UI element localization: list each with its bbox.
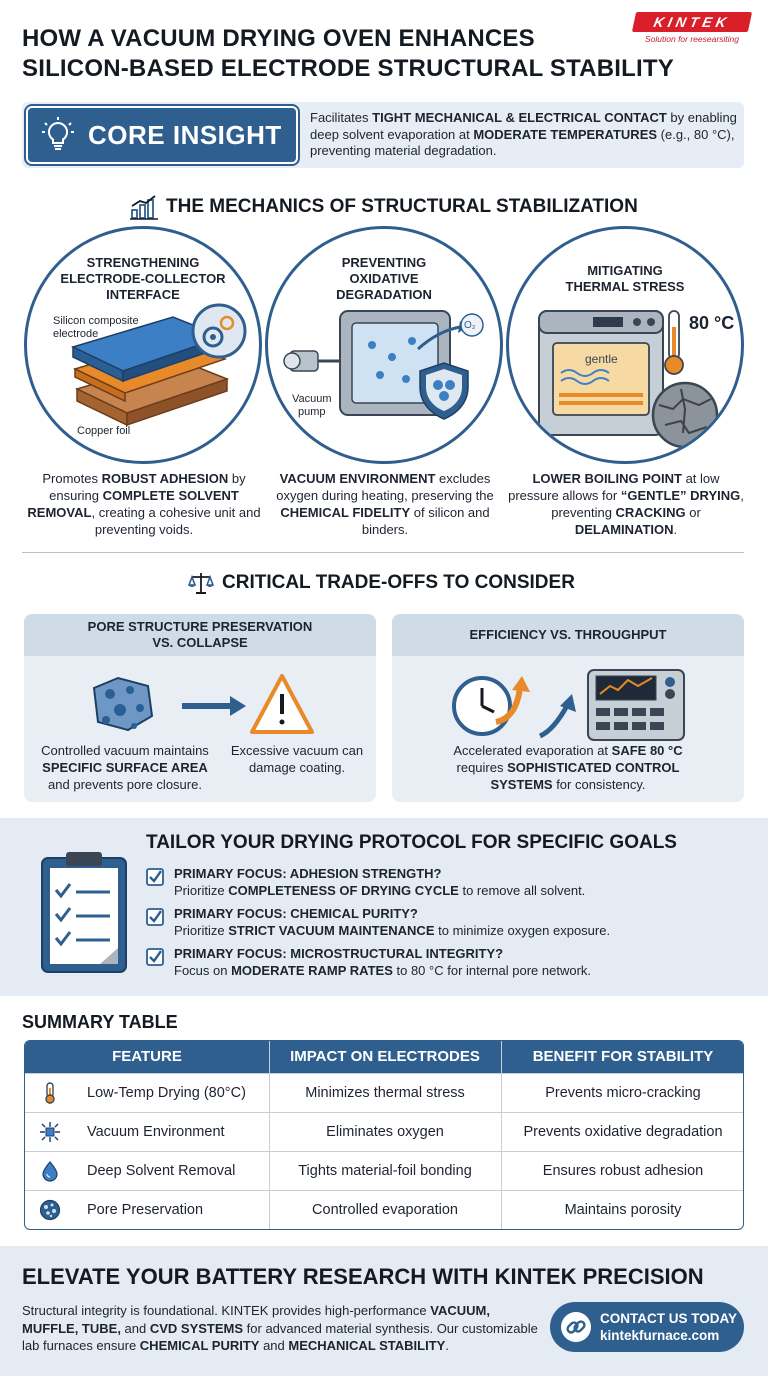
mechanics-desc-interface: Promotes ROBUST ADHESION by ensuring COM… — [27, 471, 261, 537]
vacuum-chip-icon — [40, 1122, 60, 1142]
table-row: Low-Temp Drying (80°C) Minimizes thermal… — [25, 1073, 743, 1112]
footer-heading: ELEVATE YOUR BATTERY RESEARCH WITH KINTE… — [22, 1264, 704, 1289]
logo-tagline: Solution for reesearsiting — [644, 34, 740, 44]
title-line-1: HOW A VACUUM DRYING OVEN ENHANCES — [22, 25, 535, 52]
table-row: Deep Solvent Removal Tights material-foi… — [25, 1151, 743, 1190]
summary-table: FEATURE IMPACT ON ELECTRODES BENEFIT FOR… — [24, 1040, 744, 1230]
label-silicon-composite: Silicon composite electrode — [53, 315, 139, 340]
core-insight-text: Facilitates TIGHT MECHANICAL & ELECTRICA… — [310, 110, 737, 158]
pore-warning-illustration — [92, 674, 314, 734]
clipboard-checklist-icon — [41, 852, 127, 973]
header: HOW A VACUUM DRYING OVEN ENHANCES SILICO… — [0, 0, 768, 96]
section-divider — [22, 552, 744, 553]
droplet-icon — [42, 1161, 58, 1182]
tradeoff-efficiency: EFFICIENCY VS. THROUGHPUT Accelerated ev… — [392, 614, 744, 802]
title-line-2: SILICON-BASED ELECTRODE STRUCTURAL STABI… — [22, 55, 674, 82]
mechanics-heading: THE MECHANICS OF STRUCTURAL STABILIZATIO… — [130, 194, 638, 220]
summary-heading: SUMMARY TABLE — [22, 1012, 178, 1032]
brand-logo[interactable]: KINTEK Solution for reesearsiting — [631, 12, 753, 44]
checkbox-icon — [146, 948, 164, 966]
mechanics-desc-oxidation: VACUUM ENVIRONMENT excludes oxygen durin… — [276, 471, 494, 537]
contact-us-button[interactable]: CONTACT US TODAY kintekfurnace.com — [550, 1302, 744, 1352]
lightbulb-icon — [42, 117, 74, 150]
mechanics-circle-interface: STRENGTHENING ELECTRODE-COLLECTOR INTERF… — [24, 226, 262, 464]
tradeoff-efficiency-head: EFFICIENCY VS. THROUGHPUT — [392, 614, 744, 656]
table-row: Pore Preservation Controlled evaporation… — [25, 1190, 743, 1229]
circle-title: MITIGATING THERMAL STRESS — [565, 263, 685, 294]
label-80c: 80 °C — [689, 313, 735, 333]
thermometer-icon — [45, 1082, 55, 1104]
tailor-heading: TAILOR YOUR DRYING PROTOCOL FOR SPECIFIC… — [146, 832, 677, 853]
tradeoff-pore-text-a: Controlled vacuum maintains SPECIFIC SUR… — [41, 743, 209, 792]
checkbox-icon — [146, 908, 164, 926]
column-header: IMPACT ON ELECTRODES — [290, 1048, 480, 1065]
circle-title: STRENGTHENING ELECTRODE-COLLECTOR INTERF… — [60, 255, 226, 302]
column-divider — [501, 1041, 502, 1229]
column-header: BENEFIT FOR STABILITY — [532, 1048, 714, 1065]
circle-title: PREVENTING OXIDATIVE DEGRADATION — [336, 255, 432, 302]
clock-control-illustration — [452, 669, 685, 741]
checkbox-icon — [146, 868, 164, 886]
contact-url: kintekfurnace.com — [600, 1328, 720, 1343]
tradeoff-efficiency-text: Accelerated evaporation at SAFE 80 °C re… — [453, 743, 683, 792]
tailor-protocol-section: TAILOR YOUR DRYING PROTOCOL FOR SPECIFIC… — [0, 818, 768, 996]
column-header: FEATURE — [112, 1048, 182, 1065]
core-insight-badge: CORE INSIGHT — [26, 106, 298, 164]
balance-scale-icon — [188, 573, 214, 594]
core-insight-label: CORE INSIGHT — [88, 119, 282, 150]
mechanics-circle-oxidation: PREVENTING OXIDATIVE DEGRADATION O₂ Vacu… — [265, 226, 503, 464]
link-icon — [561, 1312, 591, 1342]
column-divider — [269, 1041, 270, 1229]
tradeoffs-heading: CRITICAL TRADE-OFFS TO CONSIDER — [188, 570, 575, 596]
label-gentle: gentle — [585, 352, 618, 366]
vacuum-chamber-illustration — [283, 310, 484, 420]
page-title: HOW A VACUUM DRYING OVEN ENHANCES SILICO… — [22, 24, 674, 84]
table-header: FEATURE IMPACT ON ELECTRODES BENEFIT FOR… — [25, 1041, 743, 1073]
footer-cta-section: ELEVATE YOUR BATTERY RESEARCH WITH KINTE… — [0, 1246, 768, 1376]
logo-wordmark: KINTEK — [631, 12, 753, 32]
core-insight-panel: CORE INSIGHT Facilitates TIGHT MECHANICA… — [22, 102, 744, 168]
mechanics-circle-thermal: MITIGATING THERMAL STRESS 80 °C gentle — [506, 226, 744, 464]
electrode-layers-illustration — [70, 303, 247, 427]
label-vacuum-pump: Vacuum pump — [292, 393, 332, 418]
bar-chart-icon — [130, 195, 158, 220]
contact-label: CONTACT US TODAY — [600, 1311, 738, 1326]
oven-illustration — [538, 310, 719, 449]
table-row: Vacuum Environment Eliminates oxygen Pre… — [25, 1112, 743, 1151]
tradeoff-pore-text-b: Excessive vacuum can damage coating. — [230, 743, 364, 775]
label-copper-foil: Copper foil — [77, 425, 131, 437]
footer-text: Structural integrity is foundational. KI… — [22, 1303, 538, 1353]
label-o2: O₂ — [464, 320, 476, 331]
porous-sphere-icon — [39, 1199, 61, 1221]
mechanics-desc-thermal: LOWER BOILING POINT at low pressure allo… — [508, 471, 744, 537]
